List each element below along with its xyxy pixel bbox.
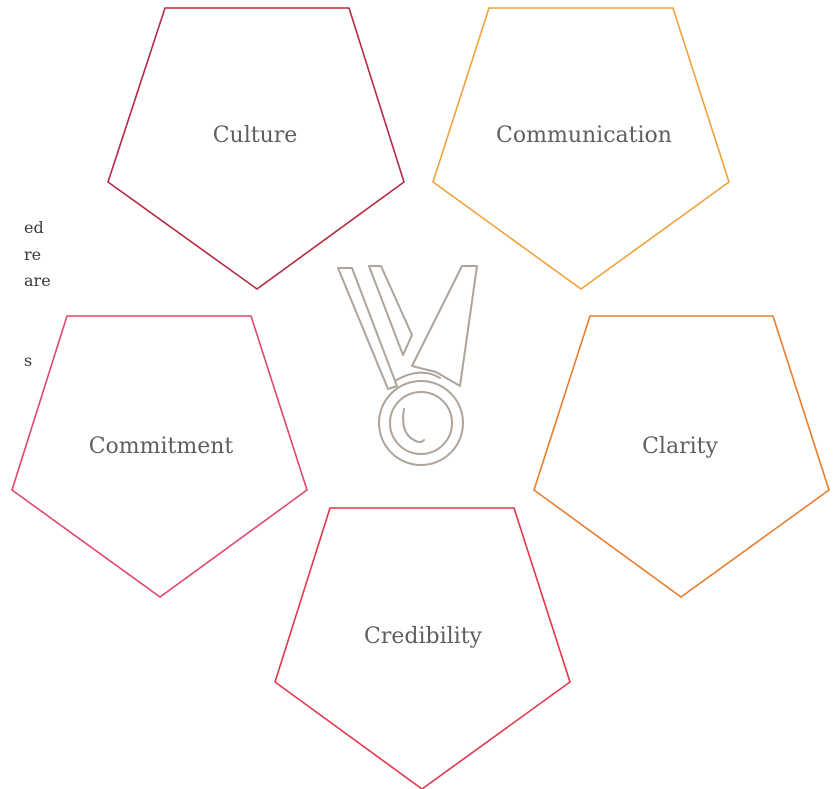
pentagon-communication-shape [432,7,730,290]
side-text-fragment-1: ed [24,218,44,237]
pentagon-credibility: Credibility [274,507,571,789]
medal-inner-circle [389,391,453,455]
pentagon-commitment-shape [11,315,308,598]
side-text-fragment-2: re [24,245,41,264]
medal-highlight [402,408,425,443]
medal-icon [337,265,478,466]
pentagon-credibility-shape [274,507,571,789]
pentagon-commitment: Commitment [11,315,308,598]
medal-outer-circle [378,380,464,466]
pentagon-clarity-shape [533,315,830,598]
pentagon-clarity-label: Clarity [642,434,718,459]
medal-ribbon-left-inner [368,265,413,356]
pentagon-commitment-label: Commitment [89,434,234,459]
pentagon-culture-shape [107,7,405,290]
medal-ring [394,371,441,382]
medal-ribbon-left-outer [337,267,398,390]
pentagon-culture-label: Culture [213,123,298,148]
pentagon-clarity: Clarity [533,315,830,598]
pentagon-culture: Culture [107,7,405,290]
pentagon-communication: Communication [432,7,730,290]
pentagon-credibility-label: Credibility [364,624,483,649]
pentagon-communication-label: Communication [496,123,672,148]
medal-ribbon-right [411,265,478,387]
side-text-fragment-3: are [24,271,51,290]
side-text-fragment-4: s [24,351,32,370]
left-text-fragments: ed re are s [24,218,51,370]
